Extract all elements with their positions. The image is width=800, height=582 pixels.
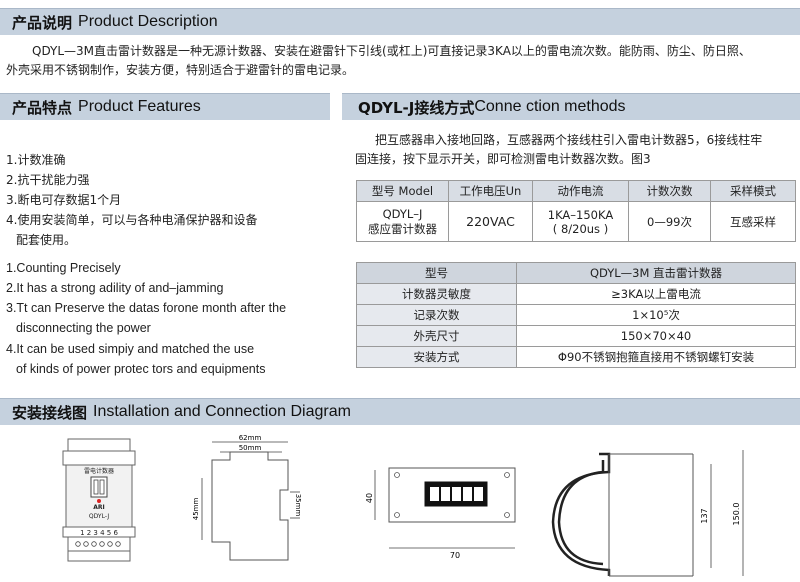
table-cell-value: QDYL—3M 直击雷计数器 <box>516 262 796 284</box>
section-title-cn: QDYL-J接线方式 <box>358 98 475 117</box>
table-cell-key: 外壳尺寸 <box>356 325 517 347</box>
description-line-1: QDYL—3M直击雷计数器是一种无源计数器、安装在避雷针下引线(或杠上)可直接记… <box>32 44 751 58</box>
section-title-en: Product Features <box>78 98 201 115</box>
feature-item: 2.抗干扰能力强 <box>6 173 90 187</box>
dim-62mm: 62mm <box>239 434 262 442</box>
feature-item: 3.Tt can Preserve the datas forone month… <box>6 301 287 315</box>
feature-item: 2.It has a strong adility of and–jamming <box>6 281 224 295</box>
connection-line-2: 固连接，按下显示开关，即可检测雷电计数器次数。图3 <box>355 152 651 166</box>
terminal-numbers: 1 2 3 4 5 6 <box>80 529 118 537</box>
feature-item: 1.计数准确 <box>6 153 66 167</box>
diagram-front-view: 雷电计数器 ARI QDYL-J 1 2 3 4 5 6 <box>62 438 136 562</box>
device-model: QDYL-J <box>89 513 109 520</box>
section-header-connection: QDYL-J接线方式 Conne ction methods <box>342 93 800 120</box>
table-cell-mode: 互感采样 <box>710 201 796 242</box>
dim-height-40: 40 <box>365 493 374 503</box>
section-title-cn: 产品特点 <box>12 98 73 117</box>
table-cell-current: 1KA–150KA( 8/20us ) <box>532 201 629 242</box>
table-cell-key: 记录次数 <box>356 304 517 326</box>
diagram-clamp: 137 150.0 <box>551 450 744 577</box>
connection-text: 把互感器串入接地回路，互感器两个接线柱引入雷电计数器5，6接线柱牢 固连接，按下… <box>355 131 800 169</box>
description-line-2: 外壳采用不锈钢制作，安装方便，特别适合于避雷针的雷电记录。 <box>6 63 355 77</box>
section-title-cn: 安装接线图 <box>12 403 88 422</box>
feature-item: disconnecting the power <box>16 321 151 335</box>
feature-item: 3.断电可存数据1个月 <box>6 193 122 207</box>
diagram-counter-box: 40 70 <box>365 467 516 560</box>
feature-item: 1.Counting Precisely <box>6 261 121 275</box>
feature-item: of kinds of power protec tors and equipm… <box>16 362 266 376</box>
table-cell-count: 0—99次 <box>628 201 711 242</box>
section-title-en: Product Description <box>78 13 218 30</box>
table-cell-key: 计数器灵敏度 <box>356 283 517 305</box>
table-cell-value: Φ90不锈钢抱箍直接用不锈钢螺钉安装 <box>516 346 796 368</box>
feature-item: 配套使用。 <box>16 233 77 247</box>
dim-45mm: 45mm <box>192 498 200 521</box>
dim-35mm: 35mm <box>294 494 302 517</box>
table-row: 记录次数 1×10⁵次 <box>356 304 796 326</box>
table-header: 计数次数 <box>628 180 711 202</box>
feature-item: 4.使用安装简单，可以与各种电涌保护器和设备 <box>6 213 258 227</box>
table-row: 安装方式 Φ90不锈钢抱箍直接用不锈钢螺钉安装 <box>356 346 796 368</box>
table-header: 采样模式 <box>710 180 796 202</box>
spec-table-direct: 型号 QDYL—3M 直击雷计数器 计数器灵敏度 ≥3KA以上雷电流 记录次数 … <box>356 262 796 368</box>
table-header: 工作电压Un <box>448 180 533 202</box>
table-row: 外壳尺寸 150×70×40 <box>356 325 796 347</box>
table-cell-value: 1×10⁵次 <box>516 304 796 326</box>
section-title-en: Conne ction methods <box>474 98 626 115</box>
dim-150: 150.0 <box>732 503 741 526</box>
dim-137: 137 <box>700 508 709 523</box>
table-row: 计数器灵敏度 ≥3KA以上雷电流 <box>356 283 796 305</box>
description-text: QDYL—3M直击雷计数器是一种无源计数器、安装在避雷针下引线(或杠上)可直接记… <box>6 42 798 80</box>
section-header-description: 产品说明 Product Description <box>0 8 800 35</box>
device-label: 雷电计数器 <box>84 467 114 475</box>
dim-width-70: 70 <box>450 551 460 560</box>
device-brand: ARI <box>93 504 105 511</box>
section-header-features: 产品特点 Product Features <box>0 93 330 120</box>
table-cell-value: 150×70×40 <box>516 325 796 347</box>
table-cell-key: 型号 <box>356 262 517 284</box>
dim-50mm: 50mm <box>239 444 262 452</box>
table-row: 型号 QDYL—3M 直击雷计数器 <box>356 262 796 284</box>
table-header: 动作电流 <box>532 180 629 202</box>
table-cell-key: 安装方式 <box>356 346 517 368</box>
section-header-install: 安装接线图 Installation and Connection Diagra… <box>0 398 800 425</box>
table-header: 型号 Model <box>356 180 449 202</box>
section-title-cn: 产品说明 <box>12 13 73 32</box>
section-title-en: Installation and Connection Diagram <box>93 403 351 420</box>
connection-line-1: 把互感器串入接地回路，互感器两个接线柱引入雷电计数器5，6接线柱牢 <box>375 133 763 147</box>
diagram-side-view: 62mm 50mm 45mm 35mm <box>192 434 302 561</box>
table-cell-voltage: 220VAC <box>448 201 533 242</box>
table-cell-value: ≥3KA以上雷电流 <box>516 283 796 305</box>
feature-item: 4.It can be used simpiy and matched the … <box>6 342 255 356</box>
